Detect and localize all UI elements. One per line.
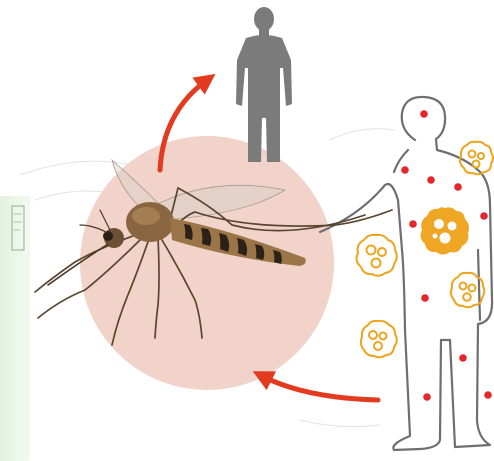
infection-dot-icon [420, 110, 428, 118]
parasite-cell-icon [361, 321, 397, 357]
infection-dot-icon [459, 354, 467, 362]
infection-dot-icon [454, 183, 462, 191]
parasite-cell-icon [357, 235, 397, 276]
healthy-person-icon [236, 7, 292, 162]
side-panel [0, 196, 30, 461]
infection-dot-icon [480, 212, 488, 220]
parasite-cells [357, 142, 493, 357]
infection-dot-icon [427, 176, 435, 184]
infection-dot-icon [423, 393, 431, 401]
transmission-arrow-icon [262, 376, 378, 400]
infection-dot-icon [421, 294, 429, 302]
infection-dot-icon [401, 166, 409, 174]
parasite-cell-icon [421, 207, 469, 254]
infection-dot-icon [484, 391, 492, 399]
infection-dot-icon [409, 220, 417, 228]
